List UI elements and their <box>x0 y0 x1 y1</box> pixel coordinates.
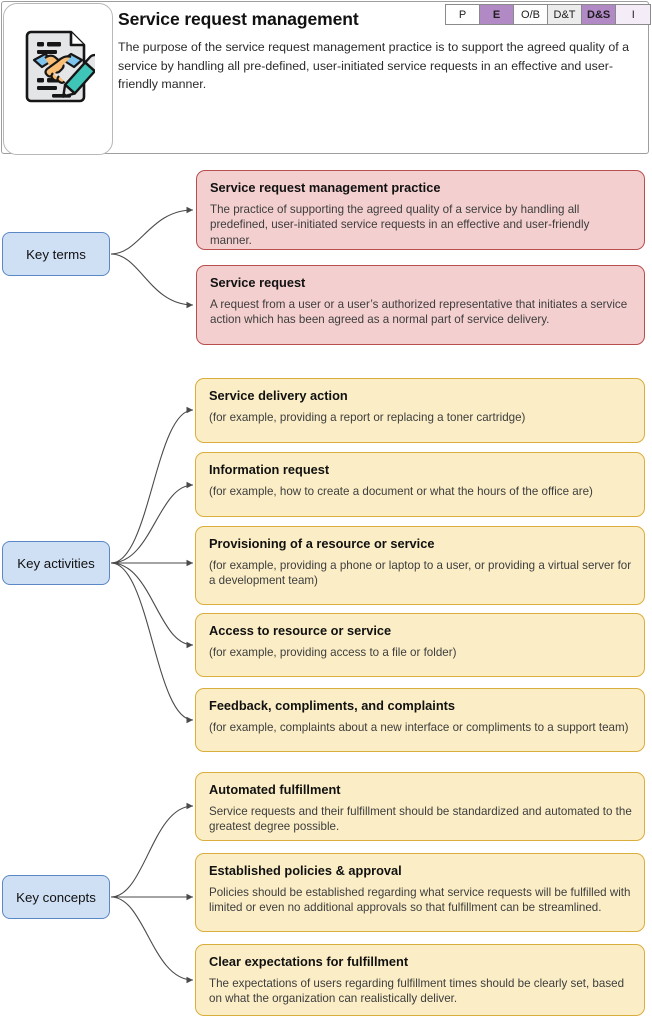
card-key-activities-3[interactable]: Provisioning of a resource or service (fo… <box>195 526 645 605</box>
card-key-activities-4[interactable]: Access to resource or service (for exampl… <box>195 613 645 677</box>
card-body: Policies should be established regarding… <box>209 886 631 915</box>
dimension-badge-i[interactable]: I <box>616 5 651 24</box>
card-title: Information request <box>209 462 330 477</box>
card-title: Clear expectations for fulfillment <box>209 954 409 969</box>
card-body: The practice of supporting the agreed qu… <box>210 203 590 247</box>
card-body: (for example, complaints about a new int… <box>209 721 629 734</box>
card-body: Service requests and their fulfillment s… <box>209 805 632 834</box>
card-title: Service request management practice <box>210 180 441 195</box>
page-title: Service request management <box>118 9 359 29</box>
dimension-badge-d-s[interactable]: D&S <box>582 5 617 24</box>
dimension-badge-d-t[interactable]: D&T <box>548 5 582 24</box>
card-key-activities-1[interactable]: Service delivery action (for example, pro… <box>195 378 645 443</box>
card-body: A request from a user or a user’s author… <box>210 298 628 327</box>
group-label-key-terms[interactable]: Key terms <box>2 232 110 276</box>
card-body: (for example, providing a phone or lapto… <box>209 559 632 588</box>
card-body: (for example, how to create a document o… <box>209 485 593 498</box>
card-title: Access to resource or service <box>209 623 392 638</box>
card-title: Service delivery action <box>209 388 348 403</box>
card-title: Automated fulfillment <box>209 782 341 797</box>
document-handshake-pencil-icon <box>21 26 95 104</box>
dimension-badge-o-b[interactable]: O/B <box>514 5 548 24</box>
practice-icon-box <box>3 3 113 155</box>
card-body: (for example, providing access to a file… <box>209 646 457 659</box>
header-panel: Service request management The purpose o… <box>1 1 652 155</box>
card-key-terms-2[interactable]: Service request A request from a user or … <box>196 265 645 345</box>
card-key-activities-2[interactable]: Information request (for example, how to … <box>195 452 645 517</box>
practice-purpose-text: The purpose of the service request manag… <box>118 40 630 92</box>
group-label-key-concepts[interactable]: Key concepts <box>2 875 110 919</box>
dimension-badge-e[interactable]: E <box>480 5 514 24</box>
card-title: Established policies & approval <box>209 863 402 878</box>
card-key-activities-5[interactable]: Feedback, compliments, and complaints (fo… <box>195 688 645 752</box>
group-label-key-activities[interactable]: Key activities <box>2 541 110 585</box>
dimension-badge-p[interactable]: P <box>446 5 480 24</box>
card-body: (for example, providing a report or repl… <box>209 411 526 424</box>
card-body: The expectations of users regarding fulf… <box>209 977 625 1006</box>
card-title: Feedback, compliments, and complaints <box>209 698 456 713</box>
card-title: Service request <box>210 275 306 290</box>
card-title: Provisioning of a resource or service <box>209 536 435 551</box>
